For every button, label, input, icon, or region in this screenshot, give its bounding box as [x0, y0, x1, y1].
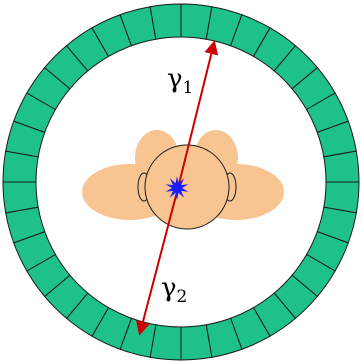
detector-segment [324, 151, 359, 182]
detector-segment [181, 325, 212, 360]
detector-segment [3, 182, 38, 213]
patient-head [145, 145, 229, 229]
gamma2-label: γ2 [161, 273, 187, 307]
gamma1-label: γ1 [167, 64, 193, 98]
detector-segment [150, 4, 181, 39]
